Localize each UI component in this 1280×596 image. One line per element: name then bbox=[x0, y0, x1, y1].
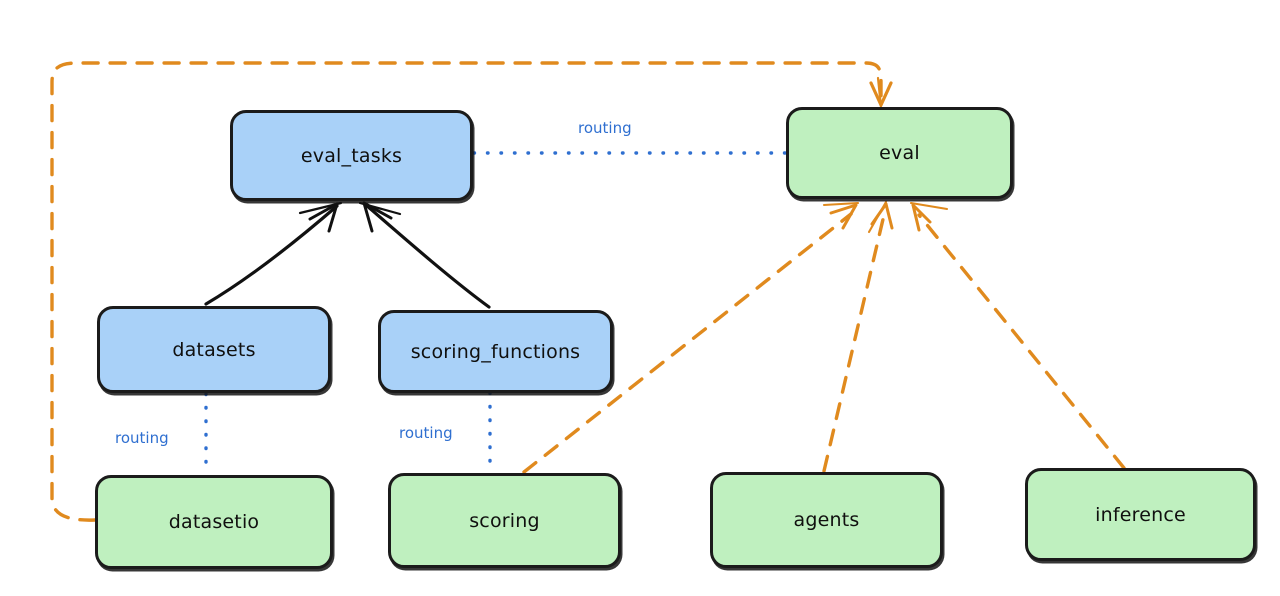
node-agents[interactable]: agents bbox=[710, 472, 943, 568]
edge-inference-to-eval bbox=[909, 201, 1126, 470]
edge-datasets-to-eval_tasks bbox=[204, 201, 343, 306]
node-scoring[interactable]: scoring bbox=[388, 473, 621, 568]
node-inference[interactable]: inference bbox=[1025, 468, 1256, 561]
edge-agents-to-eval bbox=[822, 200, 894, 473]
edge-label-routing-eval: routing bbox=[578, 119, 632, 137]
edge-scoring_functions-to-eval_tasks bbox=[358, 201, 491, 309]
node-label: eval_tasks bbox=[300, 144, 403, 167]
node-datasets[interactable]: datasets bbox=[97, 306, 331, 393]
edge-label-routing-scoring: routing bbox=[399, 424, 453, 442]
node-label: datasetio bbox=[168, 511, 260, 533]
node-eval-tasks[interactable]: eval_tasks bbox=[230, 110, 473, 201]
node-label: eval bbox=[879, 142, 920, 164]
node-label: scoring_functions bbox=[410, 340, 581, 363]
node-scoring-functions[interactable]: scoring_functions bbox=[378, 310, 613, 393]
edge-label-routing-datasetio: routing bbox=[115, 429, 169, 447]
node-label: datasets bbox=[172, 338, 256, 361]
node-label: agents bbox=[793, 509, 860, 531]
node-datasetio[interactable]: datasetio bbox=[95, 475, 333, 569]
node-label: inference bbox=[1095, 503, 1186, 526]
node-eval[interactable]: eval bbox=[786, 107, 1013, 199]
node-label: scoring bbox=[469, 509, 540, 532]
